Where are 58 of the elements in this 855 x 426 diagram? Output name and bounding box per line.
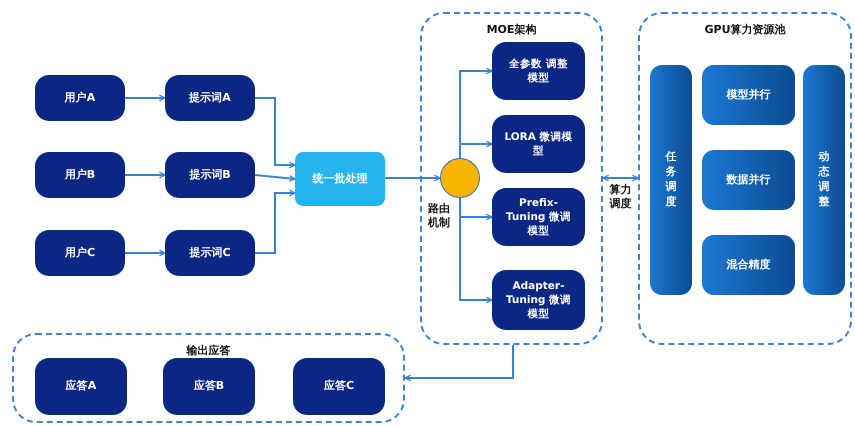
user-box [35,230,125,276]
box-label: 提示词A [189,90,231,106]
model-box [492,42,585,100]
user-box [35,75,125,121]
group-title: MOE架构 [486,23,538,38]
arrow [602,174,639,182]
arrow [385,174,441,182]
box-label: 用户C [64,246,96,260]
edge-label: 算力调度 [608,183,632,212]
box-label: 用户B [64,168,96,182]
group-container [420,12,603,345]
arrow [459,140,493,158]
box-label: 应答A [66,379,96,394]
box-label: 应答C [324,379,354,394]
router-label: 路由机制 [426,202,452,231]
box-label: Prefix-Tuning 微调模型 [504,196,572,238]
scheduler-bar [650,65,692,295]
box-label: 动态调整 [818,150,830,210]
box-label: 提示词B [189,168,231,182]
arrow [125,94,166,102]
model-box [492,270,585,330]
response-box [35,358,127,415]
group-container [638,12,852,345]
response-box [163,358,255,415]
arrow [255,190,296,254]
group-title: GPU算力资源池 [703,23,787,38]
prompt-box [165,75,255,121]
box-label: 应答B [194,379,224,394]
resource-box [702,65,795,125]
process-box [295,152,385,206]
scheduler-bar [803,65,845,295]
box-label: 全参数 调整模型 [508,56,569,86]
box-label: 任务调度 [664,150,678,210]
model-box [492,188,585,246]
arrow [125,250,166,256]
resource-box [702,150,795,210]
group-title: 输出应答 [185,344,232,359]
model-box [492,115,585,173]
resource-box [702,235,795,295]
box-label: LORA 微调模型 [504,130,573,158]
prompt-box [165,152,255,198]
router-circle [440,158,480,198]
box-label: 提示词C [189,246,231,260]
box-label: Adapter-Tuning 微调模型 [504,278,572,322]
user-box [35,152,125,198]
arrow [404,345,514,382]
box-label: 模型并行 [726,88,770,102]
box-label: 用户A [64,90,96,106]
prompt-box [165,230,255,276]
box-label: 混合精度 [726,258,770,272]
arrow [254,174,296,182]
arrow [125,172,166,178]
box-label: 数据并行 [726,172,770,188]
group-container [12,333,405,423]
box-label: 统一批处理 [312,172,368,186]
arrow [459,198,493,304]
response-box [293,358,385,415]
arrow [255,97,296,168]
